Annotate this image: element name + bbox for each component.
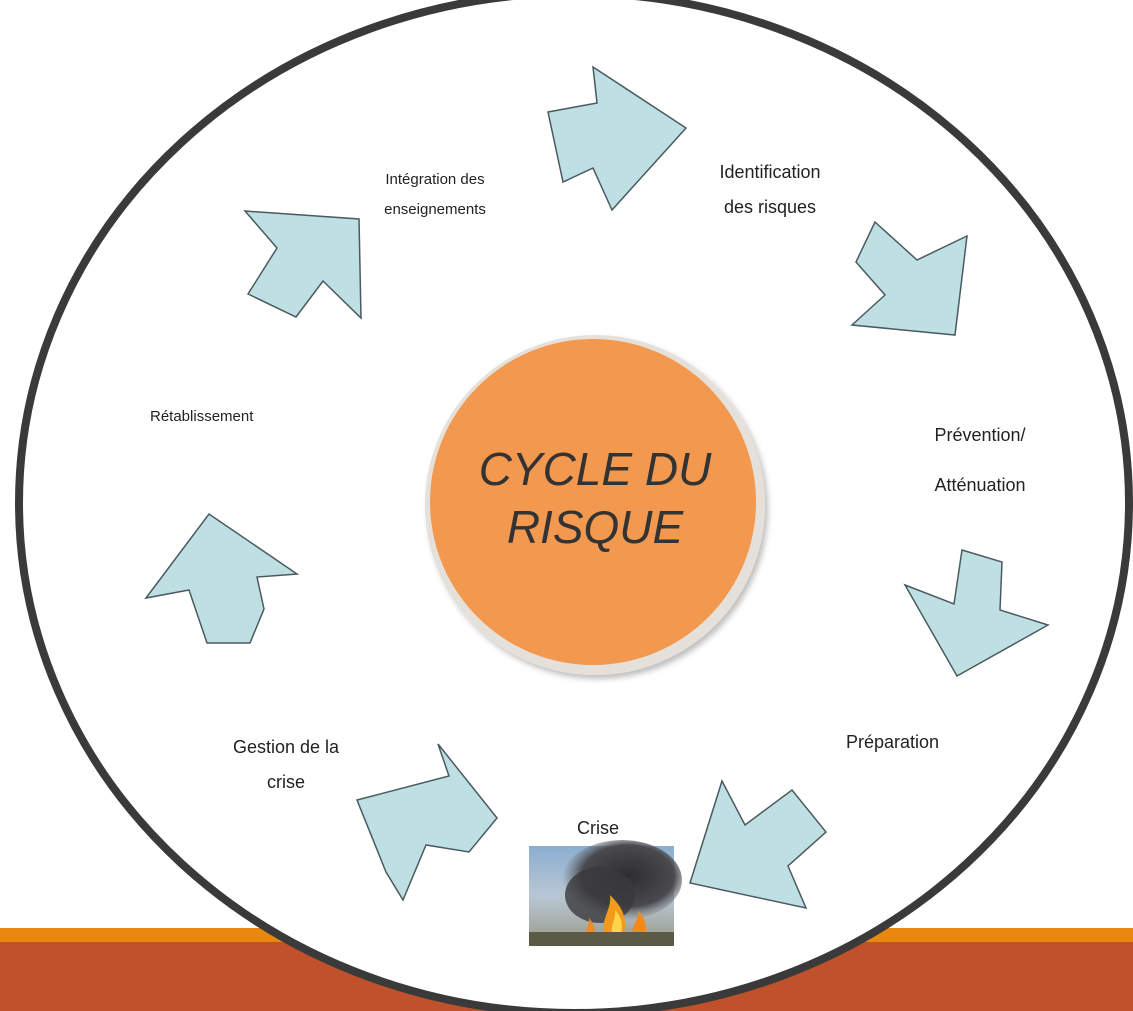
crisis-photo-icon: [529, 840, 682, 946]
stage-label-integration: Intégration des enseignements: [384, 171, 486, 218]
title-line-2: RISQUE: [506, 501, 684, 553]
stage-label-preparation: Préparation: [846, 732, 940, 752]
stage-label-identification: Identification des risques: [719, 162, 821, 217]
arrow-top-right-icon: [547, 65, 688, 212]
arrow-lower-right-icon: [689, 779, 828, 910]
page-title: CYCLE DU RISQUE: [425, 440, 765, 556]
arrow-bottom-left-icon: [355, 743, 498, 902]
arrow-left-icon: [144, 512, 300, 644]
arrow-upper-left-icon: [243, 210, 362, 320]
stage-label-prevention: Prévention/ Atténuation: [934, 425, 1026, 495]
arrow-upper-right-icon: [850, 220, 968, 336]
title-line-1: CYCLE DU: [478, 443, 712, 495]
stage-label-gestion: Gestion de la crise: [232, 737, 340, 792]
stage-label-crise: Crise: [577, 818, 620, 838]
stage-label-retablissement: Rétablissement: [150, 408, 254, 425]
arrow-right-icon: [903, 549, 1050, 678]
